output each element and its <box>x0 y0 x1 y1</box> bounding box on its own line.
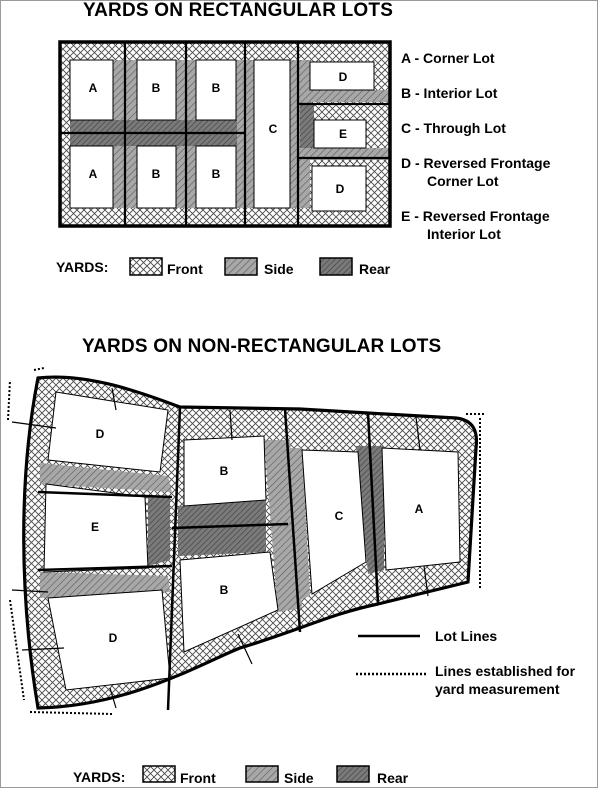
rect-building <box>311 165 367 212</box>
yards-legend-label: YARDS: <box>73 769 125 785</box>
rect-building <box>136 59 177 121</box>
rect-building <box>136 145 177 209</box>
nonrect-lot-label: D <box>96 427 105 441</box>
nonrect-side-yard <box>290 448 310 600</box>
lot-lines-label: Lot Lines <box>435 628 498 644</box>
rect-building <box>195 59 237 121</box>
rect-lot-label: C <box>269 122 278 136</box>
rear-yard-label: Rear <box>359 261 391 277</box>
rectangular-lots-diagram: A B B C D E A B B D <box>58 40 392 228</box>
nonrect-lot-label: B <box>220 464 229 478</box>
nonrect-rear-yard <box>178 500 266 556</box>
lot-type-d: D - Reversed Frontage <box>401 155 551 171</box>
side-yard-swatch <box>245 765 279 783</box>
rect-lot-label: A <box>89 81 98 95</box>
rect-building <box>253 59 291 209</box>
title-non-rectangular-lots: YARDS ON NON-RECTANGULAR LOTS <box>82 336 442 357</box>
side-yard-swatch <box>224 257 258 276</box>
nonrect-building <box>183 435 267 507</box>
nonrect-building <box>381 447 461 571</box>
nonrect-rear-yard <box>148 497 170 566</box>
rect-lot-label: A <box>89 167 98 181</box>
side-yard-label: Side <box>284 770 314 786</box>
rect-lot-label: B <box>212 167 221 181</box>
rect-lot-label: B <box>152 81 161 95</box>
front-yard-swatch <box>129 257 163 276</box>
lot-type-legend: A - Corner Lot B - Interior Lot C - Thro… <box>401 49 593 243</box>
established-lines-label: Lines established for <box>435 663 576 679</box>
rect-building <box>69 145 114 209</box>
rear-yard-label: Rear <box>377 770 409 786</box>
established-lines-label-2: yard measurement <box>435 681 560 697</box>
nonrect-building <box>47 391 169 473</box>
nonrect-lot-label: B <box>220 583 229 597</box>
lot-type-e-line2: Interior Lot <box>427 226 501 242</box>
front-yard-swatch <box>142 765 176 783</box>
rect-lot-label: E <box>339 127 347 141</box>
lot-type-b: B - Interior Lot <box>401 85 498 101</box>
nonrect-lot-lines <box>22 375 479 711</box>
rect-building <box>313 119 367 149</box>
side-yard-label: Side <box>264 261 294 277</box>
nonrect-lot-label: E <box>91 520 99 534</box>
nonrect-lot-label: C <box>335 509 344 523</box>
nonrect-lot-label: D <box>109 631 118 645</box>
nonrect-building <box>179 551 279 653</box>
nonrect-side-yard <box>40 463 172 492</box>
non-rectangular-lots-diagram: D B C A E B D <box>7 367 484 715</box>
rect-side-yard <box>310 90 390 102</box>
yard-legend-top: YARDS: Front Side Rear <box>56 257 391 277</box>
yard-legend-bottom: YARDS: Front Side Rear <box>73 765 409 786</box>
line-legend <box>356 634 428 676</box>
rect-rear-yard <box>300 105 314 148</box>
lot-type-c: C - Through Lot <box>401 120 506 136</box>
rear-yard-swatch <box>336 765 370 783</box>
nonrect-rear-yard <box>356 446 384 574</box>
rect-building <box>309 61 375 91</box>
front-yard-label: Front <box>180 770 216 786</box>
rect-lot-label: D <box>339 70 348 84</box>
rear-yard-swatch <box>319 257 353 276</box>
yards-legend-label: YARDS: <box>56 259 108 275</box>
rect-lot-label: B <box>212 81 221 95</box>
nonrect-yard-divisions <box>11 387 429 709</box>
lot-type-e: E - Reversed Frontage <box>401 208 550 224</box>
rect-lot-label: B <box>152 167 161 181</box>
lot-type-d-line2: Corner Lot <box>427 173 499 189</box>
nonrect-building <box>43 483 149 573</box>
rect-building <box>69 59 114 121</box>
title-rectangular-lots: YARDS ON RECTANGULAR LOTS <box>83 0 394 21</box>
nonrect-lot-label: A <box>415 502 424 516</box>
front-yard-label: Front <box>167 261 203 277</box>
rect-lot-lines <box>58 40 392 228</box>
rect-building <box>195 145 237 209</box>
rect-lot-label: D <box>336 182 345 196</box>
lot-type-a: A - Corner Lot <box>401 50 495 66</box>
nonrect-building <box>301 449 367 595</box>
nonrect-measurement-lines <box>7 367 484 715</box>
